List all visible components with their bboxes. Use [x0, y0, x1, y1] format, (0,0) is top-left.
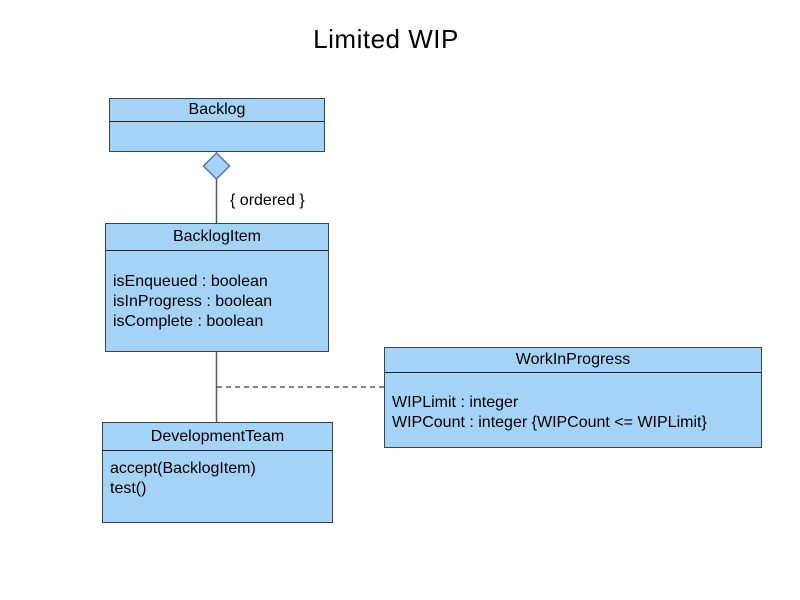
aggregation-diamond-icon: [202, 151, 231, 181]
ordered-constraint-label: { ordered }: [230, 192, 305, 209]
operation-accept: accept(BacklogItem): [110, 460, 256, 477]
operation-test: test(): [110, 480, 147, 497]
class-body-workinprogress: WIPLimit : integer WIPCount : integer {W…: [385, 373, 761, 447]
class-box-workinprogress: WorkInProgress WIPLimit : integer WIPCou…: [384, 347, 762, 448]
attribute-isenqueued: isEnqueued : boolean: [113, 273, 268, 290]
attribute-isinprogress: isInProgress : boolean: [113, 293, 273, 310]
class-name-backlogitem: BacklogItem: [106, 224, 328, 251]
class-body-developmentteam: accept(BacklogItem) test(): [103, 451, 332, 522]
attribute-iscomplete: isComplete : boolean: [113, 313, 264, 330]
attribute-wipcount: WIPCount : integer {WIPCount <= WIPLimit…: [392, 414, 707, 431]
class-box-backlog: Backlog: [109, 98, 325, 152]
diagram-title: Limited WIP: [313, 24, 459, 54]
class-body-backlog: [110, 122, 324, 151]
class-name-workinprogress: WorkInProgress: [385, 348, 761, 373]
class-box-backlogitem: BacklogItem isEnqueued : boolean isInPro…: [105, 223, 329, 352]
class-body-backlogitem: isEnqueued : boolean isInProgress : bool…: [106, 251, 328, 351]
class-box-developmentteam: DevelopmentTeam accept(BacklogItem) test…: [102, 422, 333, 523]
class-name-developmentteam: DevelopmentTeam: [103, 423, 332, 451]
class-name-backlog: Backlog: [110, 99, 324, 122]
attribute-wiplimit: WIPLimit : integer: [392, 394, 519, 411]
